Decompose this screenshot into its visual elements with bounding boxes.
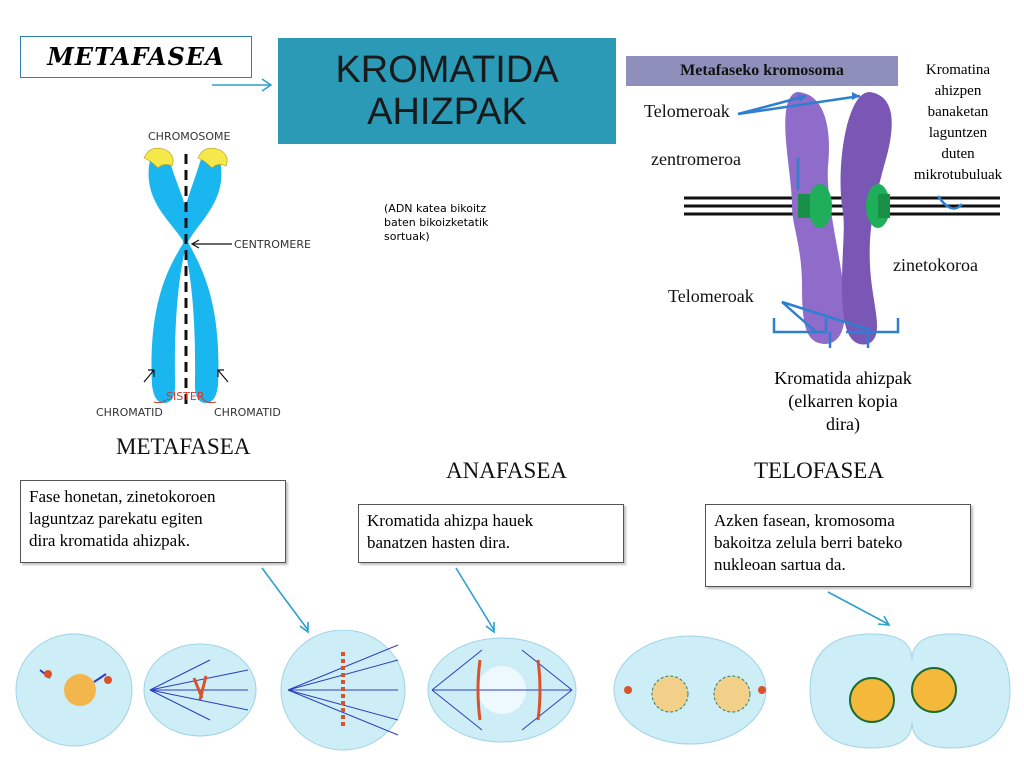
telomeroak-bottom-label: Telomeroak: [668, 286, 754, 306]
telomeroak-top-label: Telomeroak: [644, 101, 730, 121]
cytokinesis-cell: [809, 633, 1011, 749]
subtitle-note: (ADN katea bikoitz baten bikoizketatik s…: [384, 202, 489, 243]
badge-arrow: [212, 78, 273, 92]
chromosome-illustration: [143, 147, 232, 410]
telophase-cell: [613, 635, 767, 745]
chromatid-right-label: CHROMATID: [214, 406, 281, 419]
metaphase-cell: [280, 630, 406, 751]
telofasea-heading: TELOFASEA: [754, 458, 884, 483]
cell-division-strip: [15, 630, 1011, 751]
anafasea-description: Kromatida ahizpa hauek banatzen hasten d…: [358, 504, 624, 563]
sister-label: SISTER: [166, 390, 205, 403]
phase-pointer-arrows: [261, 567, 891, 634]
page-title: KROMATIDA AHIZPAK: [335, 49, 559, 133]
chromosome-label: CHROMOSOME: [148, 130, 231, 143]
chromatid-left-label: CHROMATID: [96, 406, 163, 419]
metafasea-badge: METAFASEA: [20, 36, 252, 78]
prophase-cell: [15, 633, 133, 747]
zentromeroa-label: zentromeroa: [651, 149, 741, 169]
anafasea-heading: ANAFASEA: [446, 458, 567, 483]
microtubule-note: Kromatina ahizpen banaketan laguntzen du…: [913, 62, 1003, 183]
kromatida-ahizpak-caption: Kromatida ahizpak (elkarren kopia dira): [774, 368, 912, 434]
telofasea-description: Azken fasean, kromosoma bakoitza zelula …: [705, 504, 971, 587]
centromere-label: CENTROMERE: [234, 238, 311, 251]
metafase-chromosome-banner: Metafaseko kromosoma: [626, 56, 898, 86]
prometaphase-cell: [143, 643, 257, 737]
metafasea-heading: METAFASEA: [116, 434, 251, 459]
anaphase-cell: [427, 637, 577, 743]
title-box: KROMATIDA AHIZPAK: [278, 38, 616, 144]
metaphase-chromosome-illustration: [684, 92, 1000, 348]
zinetokoroa-label: zinetokoroa: [893, 255, 978, 275]
metafasea-description: Fase honetan, zinetokoroen laguntzaz par…: [20, 480, 286, 563]
chromosome-diagram: CHROMOSOME CENTROMERE SISTER CHROMATID C…: [80, 120, 320, 425]
